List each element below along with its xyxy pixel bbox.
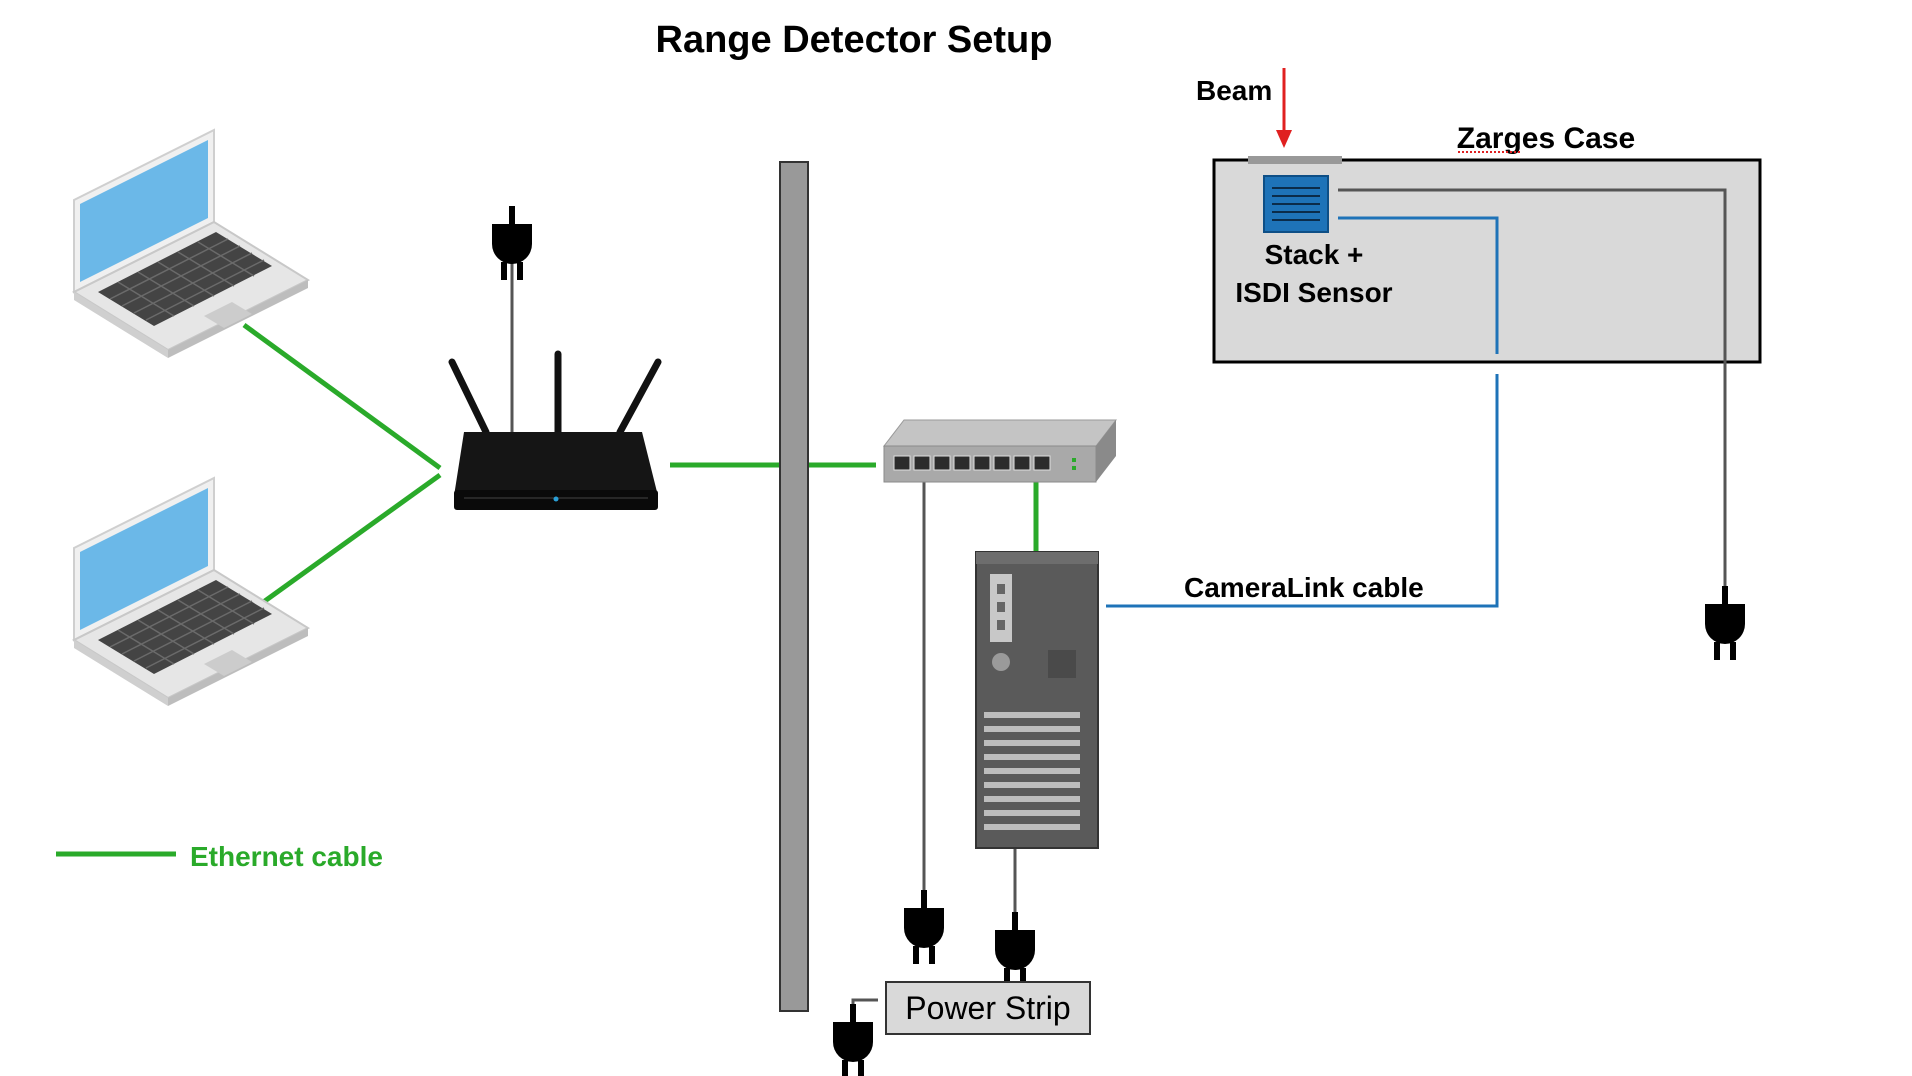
beam-arrowhead [1276, 130, 1292, 148]
power-plug-icon [904, 890, 944, 964]
sensor-stack-icon [1263, 175, 1329, 233]
power-cables [510, 256, 1727, 1008]
router-icon [448, 350, 662, 510]
legend-ethernet-label: Ethernet cable [190, 841, 383, 872]
cameralink-label: CameraLink cable [1184, 572, 1424, 603]
wall [779, 161, 809, 1012]
power-strip-label: Power Strip [905, 990, 1070, 1026]
sensor-label-line1: Stack + [1265, 239, 1364, 270]
diagram-title: Range Detector Setup [656, 19, 1053, 61]
laptop-icon [73, 477, 309, 707]
power-plug-icon [833, 1004, 873, 1076]
power-strip-box [885, 981, 1091, 1035]
pc-tower-icon [975, 551, 1099, 849]
laptop-icon [73, 129, 309, 359]
sensor-label-line2: ISDI Sensor [1235, 277, 1392, 308]
power-plug-icon [1705, 586, 1745, 660]
ethernet-cables [56, 322, 1039, 857]
case-label: Zarges Case [1457, 122, 1635, 155]
power-plug-icon [995, 912, 1035, 986]
cameralink-cable-path [1106, 374, 1499, 608]
beam-label: Beam [1196, 75, 1272, 106]
network-switch-icon [882, 419, 1118, 483]
